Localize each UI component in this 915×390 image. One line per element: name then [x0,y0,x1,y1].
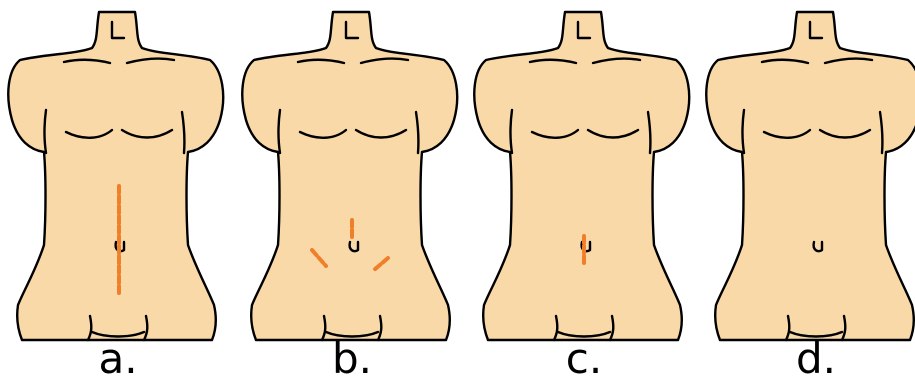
torso-outline [242,12,457,340]
panel-label-a: a. [78,336,158,382]
torso-outline [474,12,689,340]
panel-d [706,12,915,340]
panel-label-d: d. [776,336,856,382]
panel-label-c: c. [544,336,624,382]
panel-b [242,12,457,340]
torso-outline [8,12,223,340]
panel-label-b: b. [312,336,392,382]
panel-a [8,12,223,340]
torso-outline [706,12,915,340]
panel-c [474,12,689,340]
